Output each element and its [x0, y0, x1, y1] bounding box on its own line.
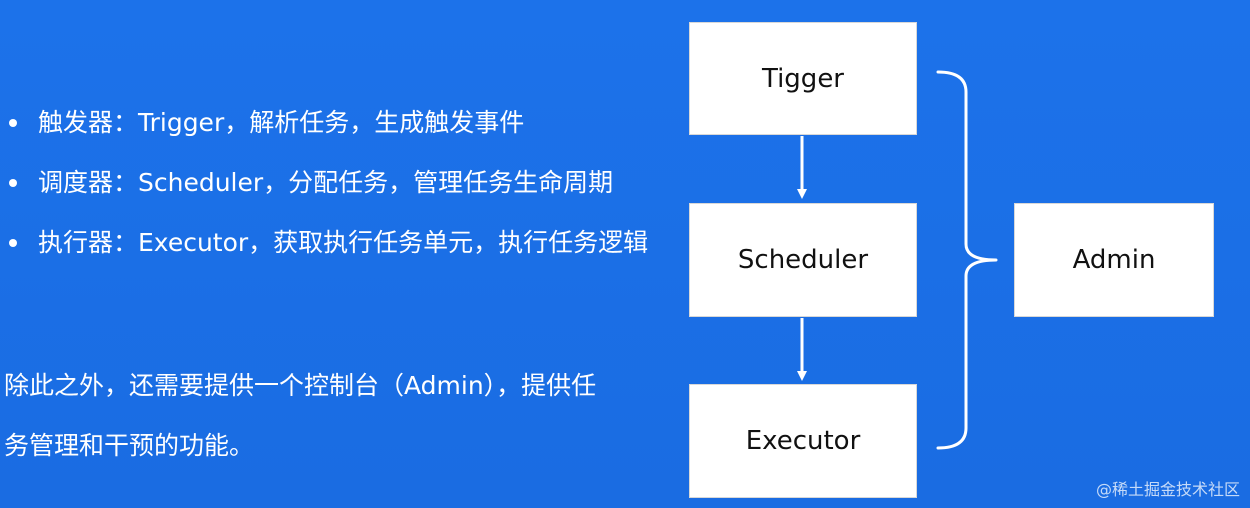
node-trigger-label: Tigger	[762, 63, 844, 94]
node-executor: Executor	[689, 384, 917, 498]
node-admin-label: Admin	[1072, 245, 1156, 275]
node-executor-label: Executor	[745, 426, 861, 456]
node-scheduler-label: Scheduler	[737, 245, 869, 275]
node-trigger: Tigger	[689, 22, 917, 135]
component-list: 触发器：Trigger，解析任务，生成触发事件 调度器：Scheduler，分配…	[6, 104, 648, 284]
watermark: @稀土掘金技术社区	[1095, 480, 1240, 499]
bullet-executor: 执行器：Executor，获取执行任务单元，执行任务逻辑	[6, 224, 648, 284]
bullet-scheduler: 调度器：Scheduler，分配任务，管理任务生命周期	[6, 164, 648, 224]
bullet-dot-icon	[9, 179, 17, 187]
bullet-dot-icon	[9, 239, 17, 247]
bullet-text: 触发器：Trigger，解析任务，生成触发事件	[38, 108, 525, 137]
admin-description: 除此之外，还需要提供一个控制台（Admin），提供任 务管理和干预的功能。	[4, 356, 624, 476]
bullet-trigger: 触发器：Trigger，解析任务，生成触发事件	[6, 104, 648, 164]
node-admin: Admin	[1014, 203, 1214, 317]
bullet-dot-icon	[9, 119, 17, 127]
description-line-1: 除此之外，还需要提供一个控制台（Admin），提供任	[4, 371, 597, 400]
curly-brace	[936, 70, 998, 450]
node-scheduler: Scheduler	[689, 203, 917, 317]
description-line-2: 务管理和干预的功能。	[4, 431, 255, 460]
bullet-text: 执行器：Executor，获取执行任务单元，执行任务逻辑	[38, 228, 649, 257]
bullet-text: 调度器：Scheduler，分配任务，管理任务生命周期	[38, 168, 614, 197]
